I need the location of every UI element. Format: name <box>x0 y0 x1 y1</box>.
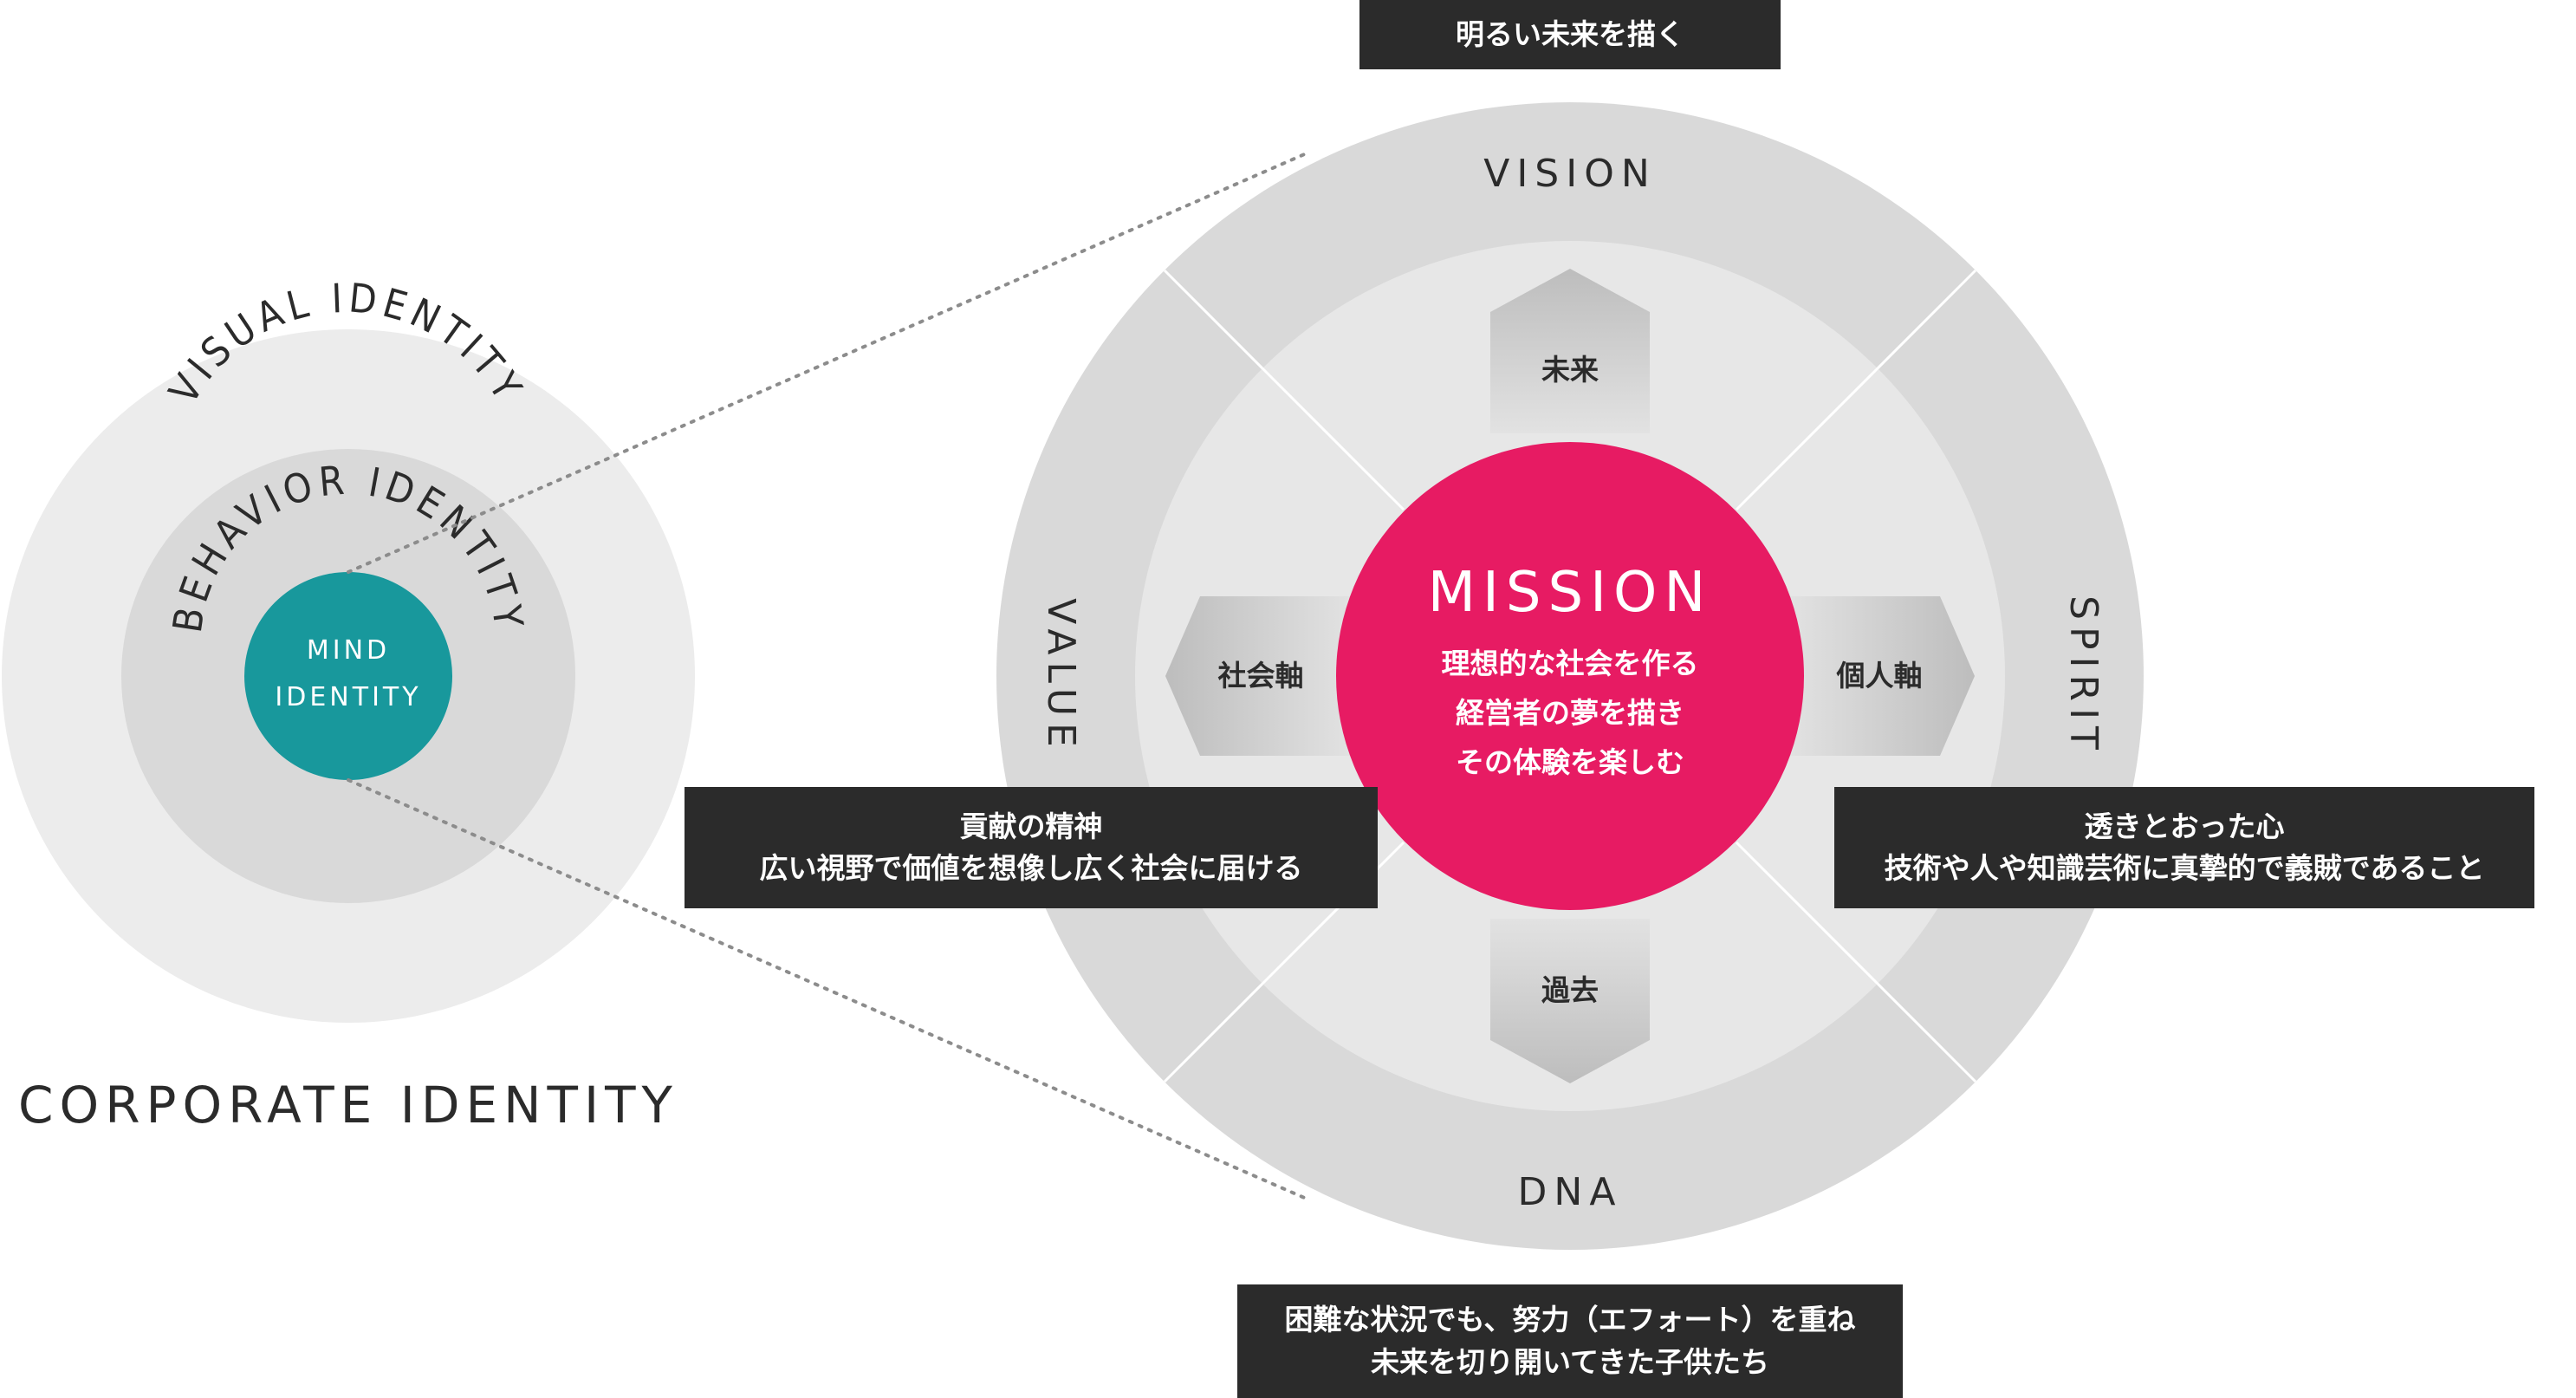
callout-left-box <box>685 787 1378 908</box>
ring-label-dna: DNA <box>1518 1170 1623 1214</box>
corporate-identity-title: CORPORATE IDENTITY <box>18 1076 678 1135</box>
callout-right-box <box>1834 787 2534 908</box>
inner-divider-se <box>1735 841 1879 985</box>
callout-top: 明るい未来を描く <box>1359 0 1781 69</box>
callout-right: 透きとおった心 技術や人や知識芸術に真摯的で義賊であること <box>1834 787 2534 908</box>
mission-circle <box>1336 442 1804 910</box>
arrow-up-future <box>1490 269 1650 433</box>
zoom-connector-lines <box>347 151 1310 1201</box>
mission-line-2: 経営者の夢を描き <box>1456 696 1684 730</box>
mind-identity-label-line2: IDENTITY <box>275 682 421 712</box>
callout-top-text: 明るい未来を描く <box>1456 17 1684 51</box>
callout-left-line1: 貢献の精神 <box>960 810 1103 843</box>
mind-identity-label-line1: MIND <box>307 635 390 666</box>
arrow-label-society: 社会軸 <box>1218 659 1304 692</box>
callout-bottom-line1: 困難な状況でも、努力（エフォート）を重ね <box>1284 1303 1855 1336</box>
arrow-label-past: 過去 <box>1541 973 1599 1007</box>
ring-label-vision: VISION <box>1483 152 1657 196</box>
callout-bottom-box <box>1237 1284 1903 1398</box>
callout-top-box <box>1359 0 1781 69</box>
inner-divider-ne <box>1735 367 1879 511</box>
connector-line-bottom <box>347 778 1310 1201</box>
arrow-right-individual <box>1788 596 1975 756</box>
arrow-left-society <box>1165 596 1352 756</box>
mission-title: MISSION <box>1428 561 1712 625</box>
inner-divider-sw <box>1261 841 1405 985</box>
callout-bottom-line2: 未来を切り開いてきた子供たち <box>1371 1345 1769 1379</box>
mind-identity-wheel: VISION DNA VALUE SPIRIT 未来 過去 社会軸 個人軸 MI… <box>996 102 2144 1250</box>
arrow-down-past <box>1490 919 1650 1083</box>
ring-label-spirit: SPIRIT <box>2061 595 2106 757</box>
ring-label-value: VALUE <box>1039 598 1083 754</box>
callout-right-line2: 技術や人や知識芸術に真摯的で義賊であること <box>1885 851 2485 885</box>
callout-right-line1: 透きとおった心 <box>2085 810 2285 843</box>
arrow-label-individual: 個人軸 <box>1836 659 1923 692</box>
corporate-identity-circles: VISUAL IDENTITY BEHAVIOR IDENTITY MIND I… <box>2 274 695 1135</box>
connector-line-top <box>347 151 1310 574</box>
callout-left: 貢献の精神 広い視野で価値を想像し広く社会に届ける <box>685 787 1378 908</box>
callout-bottom: 困難な状況でも、努力（エフォート）を重ね 未来を切り開いてきた子供たち <box>1237 1284 1903 1398</box>
mind-identity-circle <box>244 572 452 780</box>
arrow-label-future: 未来 <box>1541 353 1599 387</box>
mission-line-3: その体験を楽しむ <box>1456 745 1684 779</box>
callout-left-line2: 広い視野で価値を想像し広く社会に届ける <box>760 851 1303 885</box>
inner-divider-nw <box>1261 367 1405 511</box>
mission-line-1: 理想的な社会を作る <box>1442 647 1699 680</box>
